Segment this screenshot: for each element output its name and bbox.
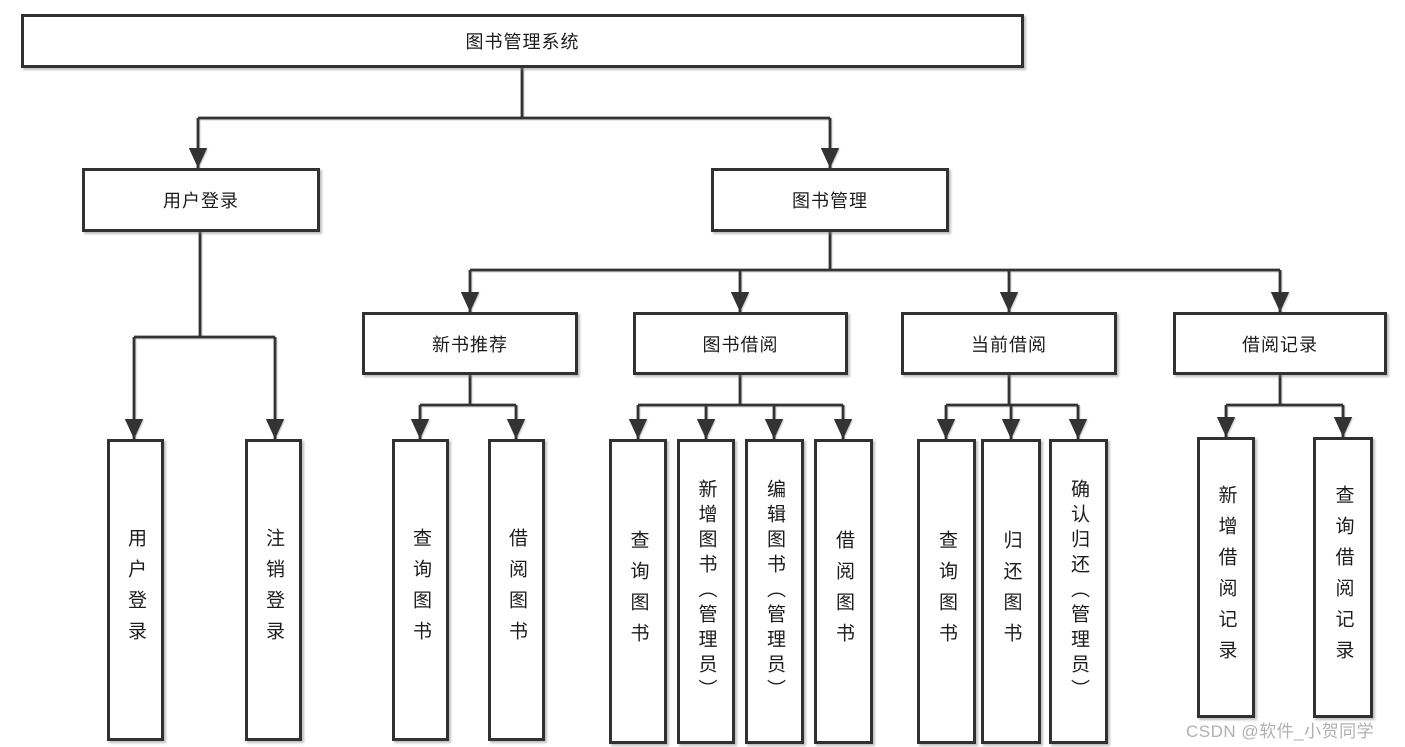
watermark: CSDN @软件_小贺同学 xyxy=(1186,722,1375,741)
node-leaf-bb-borrow-book: 借阅图书 xyxy=(814,439,873,744)
node-leaf-cb-confirm-return-admin: 确认归还（管理员） xyxy=(1049,439,1108,744)
node-leaf-br-add-record: 新增借阅记录 xyxy=(1197,437,1255,718)
connector-current-borrow-split xyxy=(946,373,1078,407)
node-book-management: 图书管理 xyxy=(711,168,949,232)
connector-borrow-records-split xyxy=(1226,373,1343,407)
node-leaf-cb-return-book: 归还图书 xyxy=(981,439,1041,744)
node-leaf-bb-query-book: 查询图书 xyxy=(609,439,667,744)
node-leaf-br-query-record: 查询借阅记录 xyxy=(1313,437,1373,718)
node-leaf-bb-add-book-admin: 新增图书（管理员） xyxy=(677,439,735,744)
node-root: 图书管理系统 xyxy=(21,14,1024,68)
connector-new-book-recommend-split xyxy=(420,373,516,407)
node-book-borrow: 图书借阅 xyxy=(633,312,848,375)
node-current-borrow: 当前借阅 xyxy=(901,312,1117,375)
node-leaf-logout: 注销登录 xyxy=(245,439,302,741)
connector-user-login-split xyxy=(134,231,275,339)
node-leaf-user-login: 用户登录 xyxy=(107,439,164,741)
node-borrow-records: 借阅记录 xyxy=(1173,312,1387,375)
node-leaf-bb-edit-book-admin: 编辑图书（管理员） xyxy=(745,439,804,744)
connector-root-split xyxy=(198,66,830,120)
node-user-login-branch: 用户登录 xyxy=(82,168,320,232)
node-new-book-recommend: 新书推荐 xyxy=(362,312,578,375)
node-leaf-rec-query-book: 查询图书 xyxy=(392,439,449,741)
node-leaf-cb-query-book: 查询图书 xyxy=(917,439,976,744)
connector-book-borrow-split xyxy=(638,373,843,407)
node-leaf-rec-borrow-book: 借阅图书 xyxy=(488,439,545,741)
connector-book-management-split xyxy=(470,231,1280,272)
